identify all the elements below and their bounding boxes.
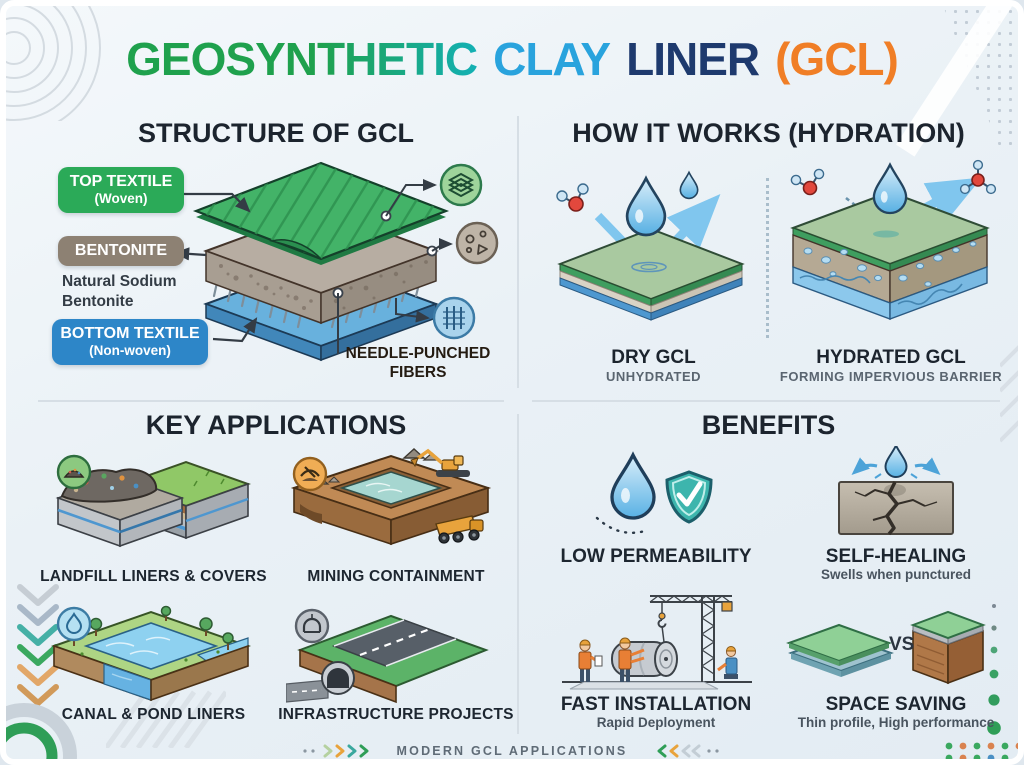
divider-horizontal-left — [38, 400, 504, 402]
layers-icon — [439, 163, 483, 207]
top-textile-title: TOP TEXTILE — [69, 173, 173, 190]
canal-pond-illustration — [50, 605, 252, 702]
tunnel-icon — [286, 661, 355, 703]
dry-gcl-illustration — [556, 170, 745, 321]
title-word-liner: LINER — [626, 33, 760, 85]
footer-chevrons-right-icon — [657, 744, 720, 758]
fast-installation-illustration — [562, 595, 752, 690]
crane-icon — [649, 595, 733, 682]
water-molecule-icon — [959, 159, 997, 195]
footer-label: MODERN GCL APPLICATIONS — [396, 744, 628, 758]
water-drop-icon — [872, 162, 908, 215]
benefit-title: LOW PERMEABILITY — [560, 546, 752, 567]
bentonite-note-line2: Bentonite — [62, 293, 134, 311]
chevron-column-decoration — [17, 584, 59, 706]
application-label: MINING CONTAINMENT — [307, 568, 485, 585]
hydration-divider — [766, 178, 769, 338]
worker-figure — [578, 639, 603, 682]
self-healing-icon — [838, 446, 954, 536]
water-molecule-icon — [790, 168, 825, 196]
water-molecule-icon — [556, 183, 589, 212]
water-drop-small-icon — [679, 170, 699, 200]
hydrated-gcl-subtitle: FORMING IMPERVIOUS BARRIER — [779, 369, 1003, 384]
worker-figure — [618, 637, 645, 682]
hatch-decoration-right — [1000, 345, 1018, 443]
title-word-geosynthetic: GEOSYNTHETIC — [126, 33, 478, 85]
benefit-subtitle: Thin profile, High performance — [797, 715, 995, 730]
low-permeability-icon — [595, 451, 713, 535]
dot-column-decoration-right — [987, 604, 1001, 735]
title-word-clay: CLAY — [493, 33, 611, 85]
vs-label: VS — [889, 634, 915, 655]
benefit-subtitle: Swells when punctured — [820, 567, 972, 582]
bentonite-note-line1: Natural Sodium — [62, 273, 177, 290]
benefit-title: SPACE SAVING — [825, 694, 967, 715]
benefits-heading: BENEFITS — [701, 410, 836, 440]
water-drop-icon — [625, 175, 667, 237]
application-label: LANDFILL LINERS & COVERS — [40, 568, 267, 585]
structure-heading: STRUCTURE OF GCL — [138, 118, 414, 148]
top-textile-subtitle: (Woven) — [94, 191, 148, 207]
infrastructure-badge-icon — [294, 608, 330, 644]
bottom-textile-title: BOTTOM TEXTILE — [60, 325, 200, 342]
dry-gcl-title: DRY GCL — [611, 347, 696, 368]
benefit-title: FAST INSTALLATION — [560, 694, 752, 715]
hydrated-gcl-illustration — [790, 159, 997, 321]
mining-illustration — [290, 448, 492, 546]
infrastructure-illustration — [286, 614, 489, 704]
hydration-heading: HOW IT WORKS (HYDRATION) — [572, 118, 965, 148]
gcl-structure-diagram — [173, 161, 499, 362]
application-label: INFRASTRUCTURE PROJECTS — [278, 706, 514, 723]
hatch-decoration-bottom-left — [106, 690, 226, 748]
benefit-title: SELF-HEALING — [825, 546, 967, 567]
dump-truck-icon — [435, 515, 484, 544]
ring-decoration-bottom-left — [6, 703, 77, 759]
needle-punched-fibers-label: NEEDLE-PUNCHED FIBERS — [345, 345, 491, 382]
divider-vertical-top — [517, 116, 519, 388]
footer: MODERN GCL APPLICATIONS — [6, 743, 1018, 759]
landfill-badge-icon — [56, 454, 92, 490]
bottom-textile-label: BOTTOM TEXTILE (Non-woven) — [52, 319, 208, 365]
benefit-subtitle: Rapid Deployment — [596, 715, 716, 730]
compacted-soil-block — [910, 610, 986, 685]
dot-grid-decoration-bottom-right — [945, 742, 1018, 759]
concentric-circles-decoration — [6, 6, 101, 121]
tree-icon — [67, 605, 234, 650]
mining-badge-icon — [292, 456, 328, 492]
hydrated-gcl-title: HYDRATED GCL — [816, 347, 966, 368]
applications-heading: KEY APPLICATIONS — [145, 410, 407, 440]
bentonite-note: Natural Sodium Bentonite — [62, 272, 177, 312]
footer-chevrons-left-icon — [302, 744, 369, 758]
shield-check-icon — [665, 470, 713, 524]
space-saving-illustration — [786, 610, 986, 685]
divider-vertical-bottom — [517, 414, 519, 734]
bentonite-particles-icon — [455, 221, 499, 265]
dry-gcl-subtitle: UNHYDRATED — [605, 369, 702, 384]
divider-horizontal-right — [532, 400, 1000, 402]
landfill-illustration — [55, 460, 251, 548]
canal-badge-icon — [56, 606, 92, 642]
bentonite-label: BENTONITE — [58, 236, 184, 267]
excavator-icon — [410, 448, 470, 477]
top-textile-label: TOP TEXTILE (Woven) — [58, 167, 184, 213]
bentonite-title: BENTONITE — [74, 242, 168, 259]
needle-punched-fibers-icon — [432, 296, 476, 340]
application-label: CANAL & POND LINERS — [61, 706, 246, 723]
title-word-gcl: (GCL) — [775, 33, 899, 85]
worker-figure — [717, 646, 738, 679]
bottom-textile-subtitle: (Non-woven) — [89, 343, 171, 359]
page-title: GEOSYNTHETIC CLAY LINER (GCL) — [6, 32, 1018, 86]
